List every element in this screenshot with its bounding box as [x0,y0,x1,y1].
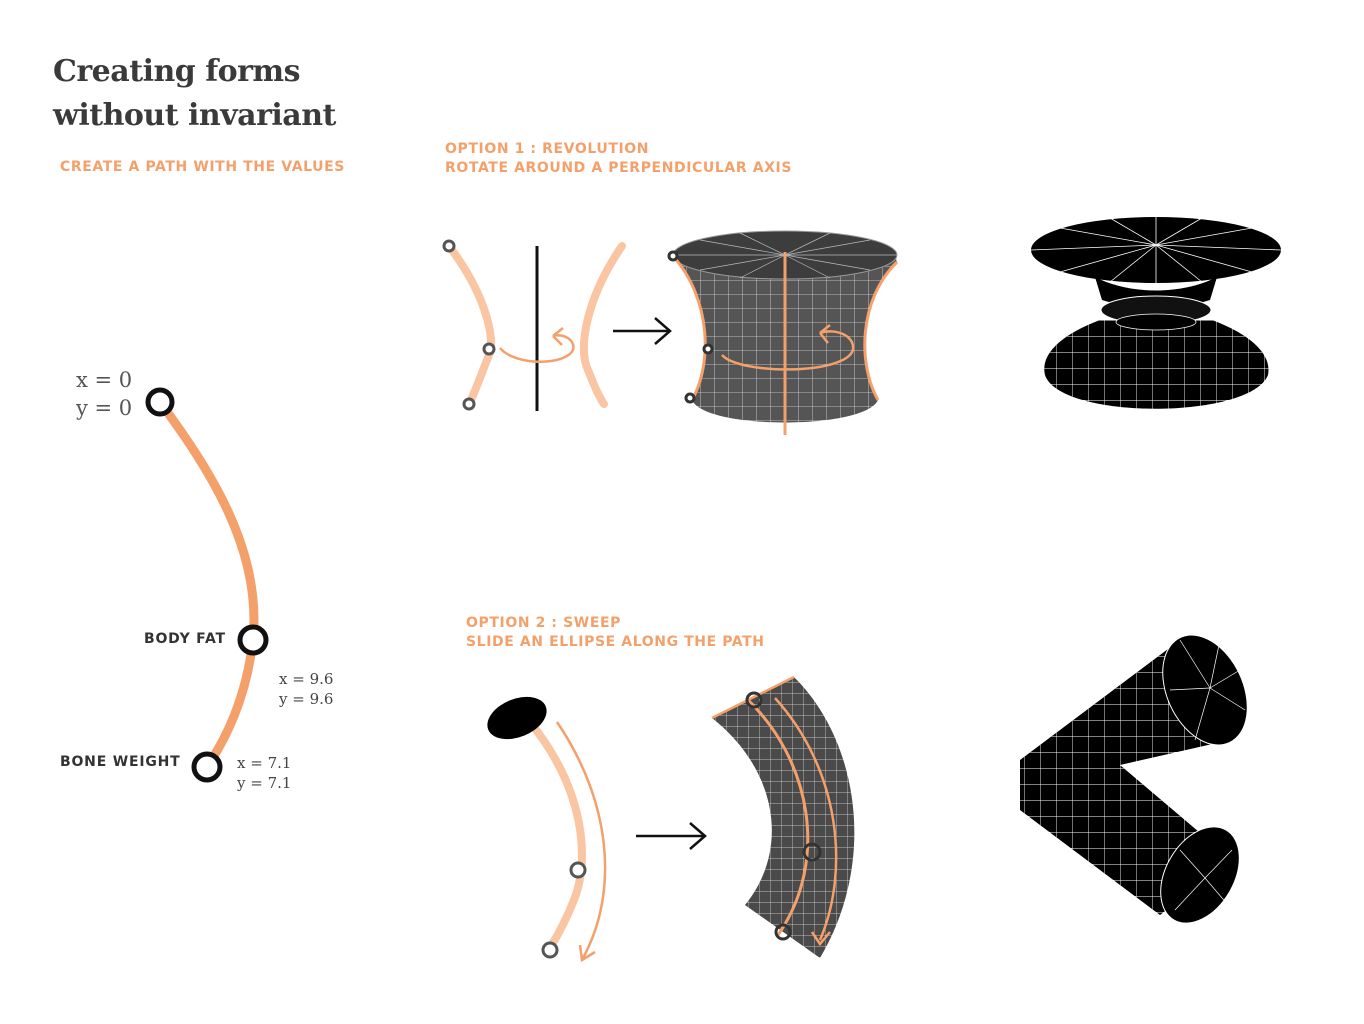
origin-y: y = 0 [76,396,133,420]
sweep-node-bottom [541,941,559,959]
body-fat-x: x = 9.6 [279,670,334,688]
option1-title: OPTION 1 : REVOLUTION [445,141,650,157]
body-fat-y: y = 9.6 [279,690,334,708]
bone-weight-y: y = 7.1 [237,774,292,792]
bone-weight-label: BONE WEIGHT [60,754,181,770]
body-fat-node [237,624,269,656]
bone-weight-coordinates: x = 7.1 y = 7.1 [237,753,291,793]
revolution-profile-group [442,239,626,411]
title-line-1: Creating forms [53,54,301,89]
body-fat-coordinates: x = 9.6 y = 9.6 [279,669,333,709]
option2-subtitle: SLIDE AN ELLIPSE ALONG THE PATH [466,634,765,650]
sweep-profile-curve [526,718,586,952]
option1-caption: OPTION 1 : REVOLUTION ROTATE AROUND A PE… [445,140,792,178]
origin-x: x = 0 [76,368,133,392]
revolution-solid-render [1030,217,1282,409]
bone-weight-x: x = 7.1 [237,754,292,772]
revolution-node-mid [482,342,496,356]
option1-subtitle: ROTATE AROUND A PERPENDICULAR AXIS [445,160,793,176]
create-path-caption: CREATE A PATH WITH THE VALUES [60,159,345,175]
body-fat-label: BODY FAT [144,631,226,647]
origin-coordinates: x = 0 y = 0 [76,366,132,422]
sweep-direction-arrow [555,721,607,959]
sweep-arrow-icon [636,822,707,850]
rotation-arrow [499,334,575,363]
bone-weight-node [191,751,223,783]
option2-title: OPTION 2 : SWEEP [466,615,622,631]
rotation-arrowhead [552,327,564,346]
revolution-arrow-icon [613,317,672,345]
sweep-mesh-result [711,675,855,958]
title-line-2: without invariant [53,98,336,133]
revolution-mirror-curve [579,242,626,408]
main-path-curve [155,397,259,772]
sweep-direction-arrowhead [578,944,596,963]
sweep-solid-render [1020,634,1248,924]
main-path-group [145,387,269,783]
sweep-profile-group [487,696,607,963]
sweep-node-mid [569,861,587,879]
revolution-profile-curve [445,242,496,408]
revolution-node-top [442,239,456,253]
revolution-mesh-result [667,230,899,435]
revolution-node-bottom [462,397,476,411]
page-title: Creating forms without invariant [53,50,336,138]
sweep-ellipse [487,696,547,740]
option2-caption: OPTION 2 : SWEEP SLIDE AN ELLIPSE ALONG … [466,614,765,652]
origin-node [145,387,175,417]
